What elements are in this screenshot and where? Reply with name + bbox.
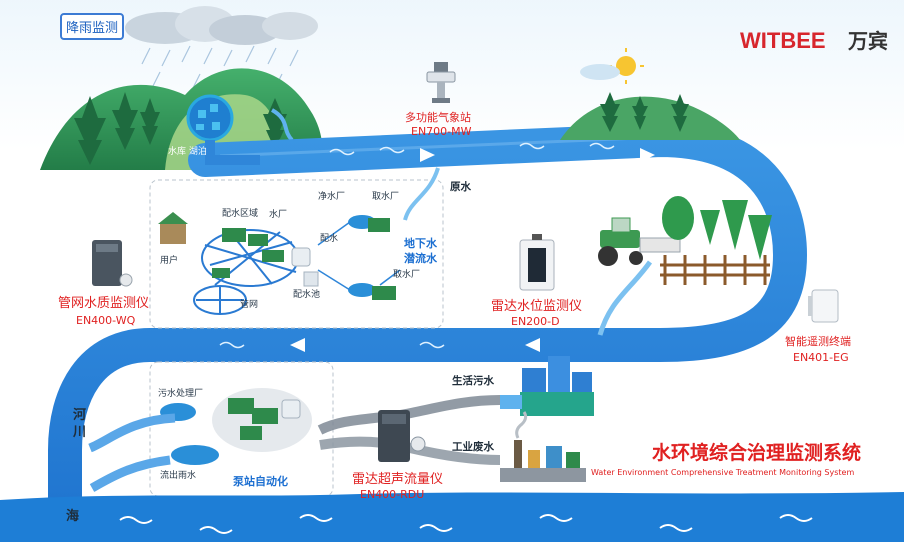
pine-trees-left [74,92,287,165]
system-title: 水环境综合治理监测系统 [652,442,862,464]
flow-meter-name: 雷达超声流量仪 [352,472,444,487]
pine-trees-right [600,92,689,132]
pipe-network-label: 管网 [240,300,259,310]
intake-plant-top-label: 取水厂 [372,192,400,202]
sewage-plant-label: 污水处理厂 [158,389,204,399]
intake-plant-bottom-label: 取水厂 [393,270,421,280]
farm-trees [662,196,772,260]
distribution-area-label: 配水区域 [222,209,259,219]
domestic-sewage-label: 生活污水 [452,375,494,387]
flow-arrows [290,148,655,352]
distribute-label: 配水 [320,234,339,244]
raw-water-stream [403,167,440,221]
brand-name-cn: 万宾 [848,29,888,53]
sea [0,492,904,542]
raw-water-label: 原水 [450,181,471,193]
reservoir-globe-icon [186,94,234,142]
hill-stream [270,108,294,142]
weather-station-icon [426,62,456,103]
sea-label: 海 [66,509,80,524]
water-plant-label: 水厂 [269,210,288,220]
supply-arrows [317,221,401,291]
rain-outflow-pond [171,445,219,465]
tractor-icon [598,217,681,266]
rain-cloud-icon [125,6,318,45]
industrial-wastewater-label: 工业废水 [452,441,494,453]
river-top-highlight [219,136,641,158]
rain-monitor-label: 降雨监测 [60,13,125,40]
sea-waves [119,514,813,534]
user-label: 用户 [160,256,179,266]
river-waves [219,142,615,349]
groundwater-label: 地下水 [404,237,437,250]
reservoir-label: 水库 湖泊 [168,147,207,157]
city-buildings-icon [500,356,594,416]
river-top [48,122,808,542]
system-subtitle: Water Environment Comprehensive Treatmen… [591,468,855,477]
brand-name: WITBEE [740,28,826,53]
pipe-monitor-device-icon [92,240,133,287]
factory-icon [500,411,586,482]
flow-meter-model: EN400-RDU [360,488,425,501]
river-label: 河川 [73,408,87,440]
rain-outflow-label: 流出雨水 [160,471,197,481]
rain-streaks [141,45,299,91]
radar-level-name: 雷达水位监测仪 [491,299,583,314]
irrigation-stream [597,260,653,336]
drain-to-river-2 [89,455,171,492]
pump-automation-label: 泵站自动化 [233,475,288,488]
drain-to-river-1 [88,413,176,453]
flow-meter-device-icon [378,410,426,462]
supply-buildings [158,212,396,300]
clean-water-plant-label: 净水厂 [318,192,346,202]
pipe-monitor-model: EN400-WQ [76,314,136,327]
weather-station-name: 多功能气象站 [405,111,471,124]
pump-station-buildings [228,398,301,440]
weather-station-model: EN700-MW [411,125,472,138]
radar-level-device-icon [519,234,555,291]
underflow-label: 潜流水 [404,252,437,265]
fence [660,255,770,285]
radar-level-model: EN200-D [511,315,560,328]
cloud-right [580,64,620,80]
telemetry-model: EN401-EG [793,351,849,364]
distribution-pool-label: 配水池 [293,290,321,300]
telemetry-terminal-icon [808,289,839,323]
telemetry-name: 智能遥测终端 [785,335,851,348]
pipe-monitor-name: 管网水质监测仪 [58,296,150,311]
